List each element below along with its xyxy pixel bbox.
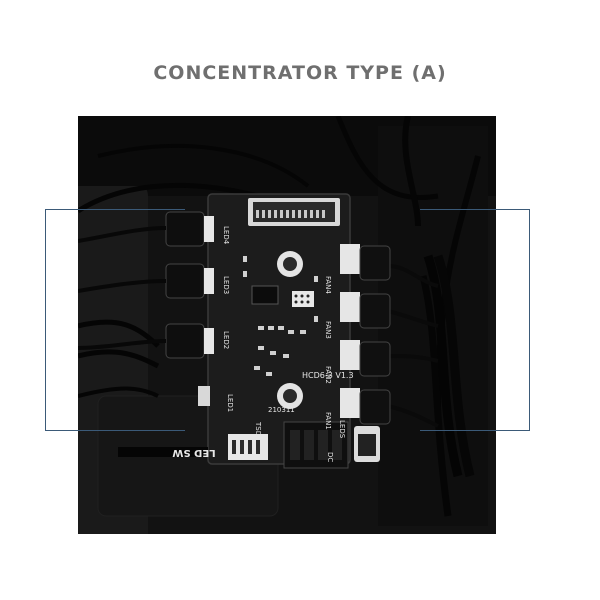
led3-label: LED3 xyxy=(222,276,230,294)
led4-label: LED4 xyxy=(222,226,230,245)
fan3-label: FAN3 xyxy=(324,321,332,339)
fan-connectors-callout xyxy=(420,209,530,431)
concentrator-photo: HCD6-3 V1.3 210311 FAN4 FAN3 FAN2 FAN1 L… xyxy=(78,116,496,534)
date-code-label: 210311 xyxy=(268,406,295,414)
page-title: CONCENTRATOR TYPE (A) xyxy=(153,62,447,84)
tsd-label: TSD xyxy=(254,421,262,436)
fan4-label: FAN4 xyxy=(324,276,332,294)
fan1-label: FAN1 xyxy=(324,412,332,430)
dc-label: DC xyxy=(326,452,334,462)
leds-label: LEDS xyxy=(338,420,346,439)
led-connectors-callout xyxy=(45,209,185,431)
fan2-label: FAN2 xyxy=(324,366,332,384)
model-label: HCD6-3 V1.3 xyxy=(302,371,354,380)
led-sw-label: LED SW xyxy=(172,447,216,458)
led2-label: LED2 xyxy=(222,331,230,349)
led1-label: LED1 xyxy=(226,394,234,412)
